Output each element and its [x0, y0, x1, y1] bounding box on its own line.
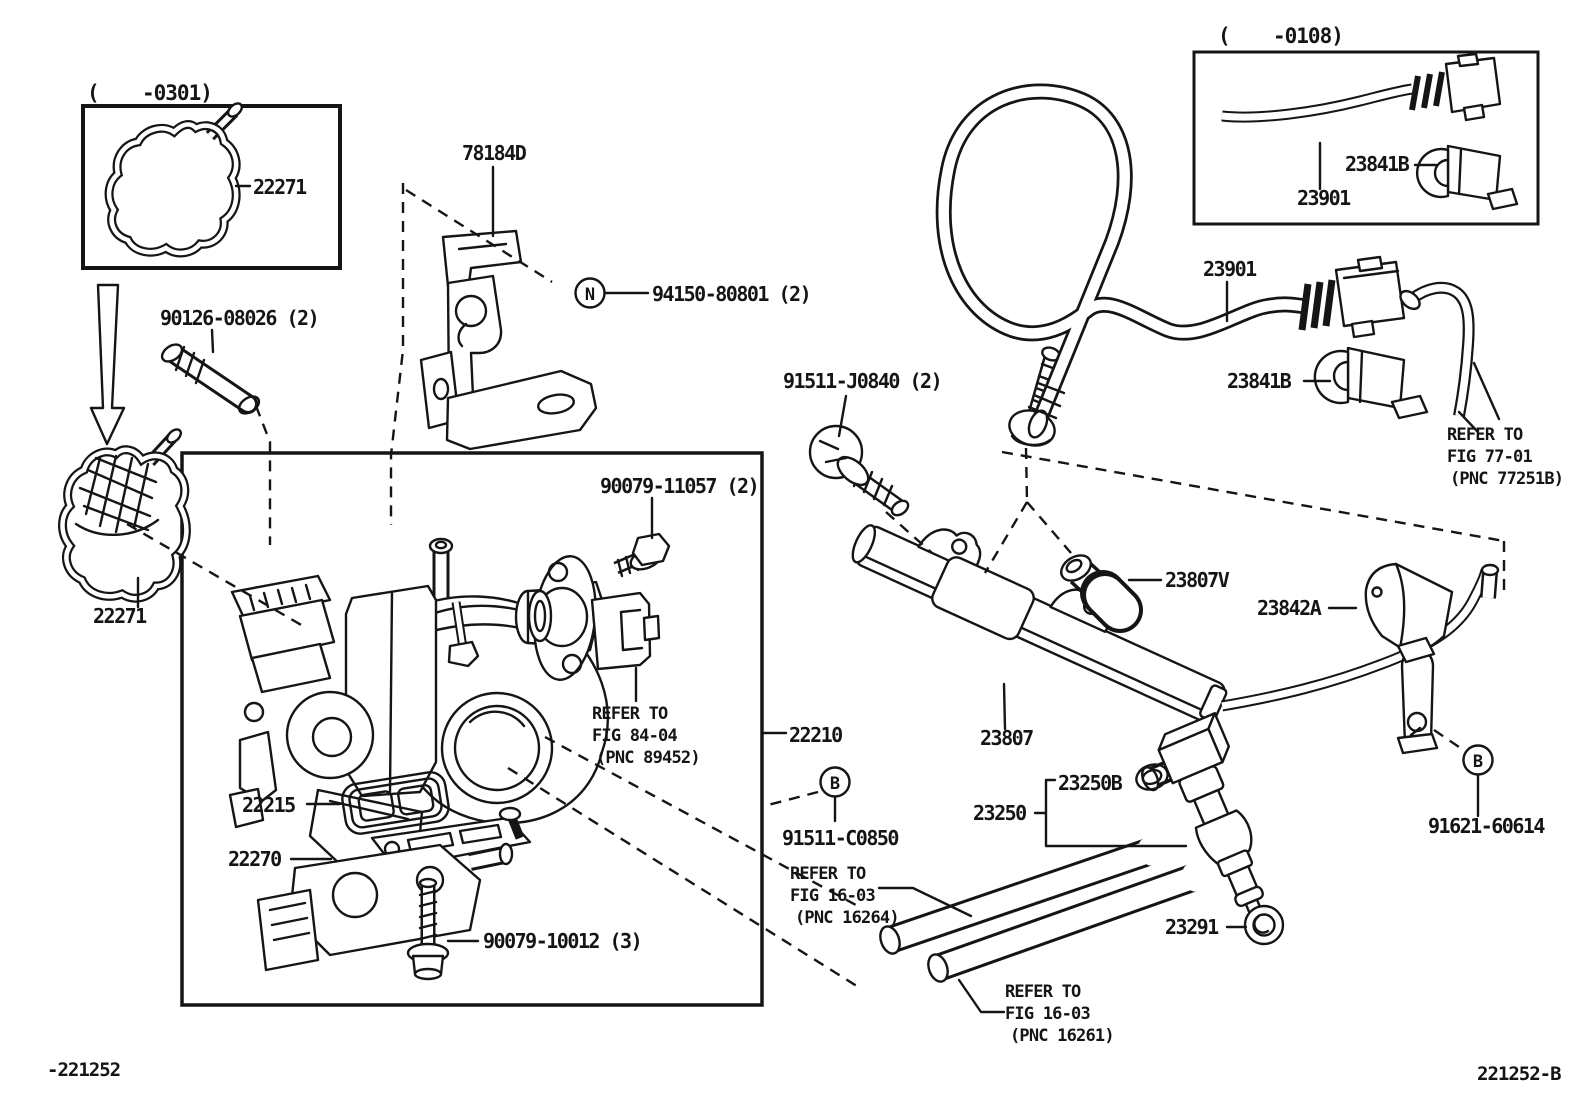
- inset-early-box: [81, 104, 342, 270]
- iac-bolt-drawing: [406, 877, 450, 981]
- label-iac-valve: 22270: [228, 847, 281, 871]
- ref-16264-line2: FIG 16-03: [790, 886, 875, 906]
- label-bracket: 78184D: [462, 141, 527, 165]
- inset-gasket-drawing: [104, 102, 244, 258]
- label-pipe-protector: 23842A: [1257, 596, 1322, 620]
- label-sensor-bolt: 90079-11057 (2): [600, 474, 758, 498]
- ref-16261-line3: (PNC 16261): [1010, 1026, 1114, 1046]
- label-inset-gasket: 22271: [253, 175, 307, 199]
- label-gasket-iac: 22215: [242, 793, 295, 817]
- gasket-lower-drawing: [58, 428, 191, 603]
- ref-7701-line3: (PNC 77251B): [1450, 469, 1563, 489]
- pipe-clamp-bracket-drawing: [1396, 648, 1439, 755]
- fuel-pipe-drawing: [1221, 563, 1500, 712]
- throttle-assembly-box: [180, 451, 764, 1007]
- ref-8404-line3: (PNC 89452): [596, 748, 700, 768]
- ref-16264-line1: REFER TO: [790, 864, 866, 884]
- fuel-rail-drawing: [851, 524, 1228, 723]
- ref-7701-line1: REFER TO: [1447, 425, 1523, 445]
- inset-early-range: -0301): [142, 81, 212, 105]
- down-arrow-icon: [89, 283, 126, 446]
- figure-number-right: 221252-B: [1477, 1063, 1561, 1085]
- rail-bolt-drawing: [808, 424, 910, 517]
- label-inset-hose: 23901: [1297, 186, 1351, 210]
- stud-drawing: [160, 343, 261, 415]
- bracket-drawing: [419, 229, 598, 451]
- ref-7701-line2: FIG 77-01: [1447, 447, 1532, 467]
- sensor-bolt-drawing: [613, 532, 671, 578]
- fuel-pipes-drawing: [879, 838, 1202, 983]
- ref-16261-line2: FIG 16-03: [1005, 1004, 1090, 1024]
- ref-16264-line3: (PNC 16264): [795, 908, 899, 928]
- inset-late-paren: (: [1218, 24, 1230, 48]
- inset-clamp-drawing: [1415, 144, 1519, 211]
- label-stud: 90126-08026 (2): [160, 306, 318, 330]
- label-injector: 23250: [973, 801, 1026, 825]
- label-injector-grommet: 23291: [1165, 915, 1219, 939]
- leader-lines: [136, 141, 1501, 1014]
- callout-body-bolt: B: [819, 766, 851, 798]
- label-rail-bolt: 91511-J0840 (2): [783, 369, 941, 393]
- label-inset-clamp: 23841B: [1345, 152, 1410, 176]
- return-hose-drawing: [1399, 281, 1475, 418]
- ref-16261-line1: REFER TO: [1005, 982, 1081, 1002]
- fuel-hose-drawing: [935, 83, 1406, 439]
- mesh-screen: [74, 454, 160, 536]
- hose-clamp-drawing: [1313, 346, 1429, 420]
- figure-number-left: -221252: [47, 1059, 120, 1081]
- inset-late-box: [1192, 50, 1540, 226]
- inset-early-paren: (: [87, 81, 99, 105]
- pipe-protector-drawing: [1364, 562, 1454, 664]
- injector-drawing: [1141, 712, 1265, 920]
- label-injector-oring: 23250B: [1058, 771, 1123, 795]
- label-fuel-rail: 23807: [980, 726, 1033, 750]
- body-bolt-symbol: B: [830, 774, 840, 794]
- nut-symbol: N: [585, 285, 595, 305]
- label-body-bolt: 91511-C0850: [782, 826, 898, 850]
- injector-grommet-drawing: [1243, 904, 1285, 946]
- ref-8404-line1: REFER TO: [592, 704, 668, 724]
- hose-connector: [1298, 255, 1406, 339]
- union-bolt-symbol: B: [1473, 752, 1483, 772]
- label-nut: 94150-80801 (2): [652, 282, 810, 306]
- label-throttle-body: 22210: [789, 723, 842, 747]
- inset-hose-drawing: [1221, 52, 1502, 123]
- vapor-valve-drawing: [1060, 554, 1143, 633]
- label-fuel-hose: 23901: [1203, 257, 1257, 281]
- label-vapor-valve: 23807V: [1165, 568, 1230, 592]
- injector-oring-drawing: [1135, 763, 1169, 791]
- association-dashes: [126, 183, 1506, 990]
- label-gasket-lower: 22271: [93, 604, 147, 628]
- tps-connector: [230, 574, 336, 694]
- ref-8404-line2: FIG 84-04: [592, 726, 677, 746]
- label-hose-clamp: 23841B: [1227, 369, 1292, 393]
- callout-union-bolt: B: [1462, 744, 1494, 776]
- inset-late-range: -0108): [1273, 24, 1343, 48]
- iac-sensor-drawing: [514, 555, 661, 681]
- gasket-iac-drawing: [341, 771, 450, 835]
- label-iac-bolt: 90079-10012 (3): [483, 929, 641, 953]
- callout-nut: N: [574, 277, 606, 309]
- label-union-bolt: 91621-60614: [1428, 814, 1545, 838]
